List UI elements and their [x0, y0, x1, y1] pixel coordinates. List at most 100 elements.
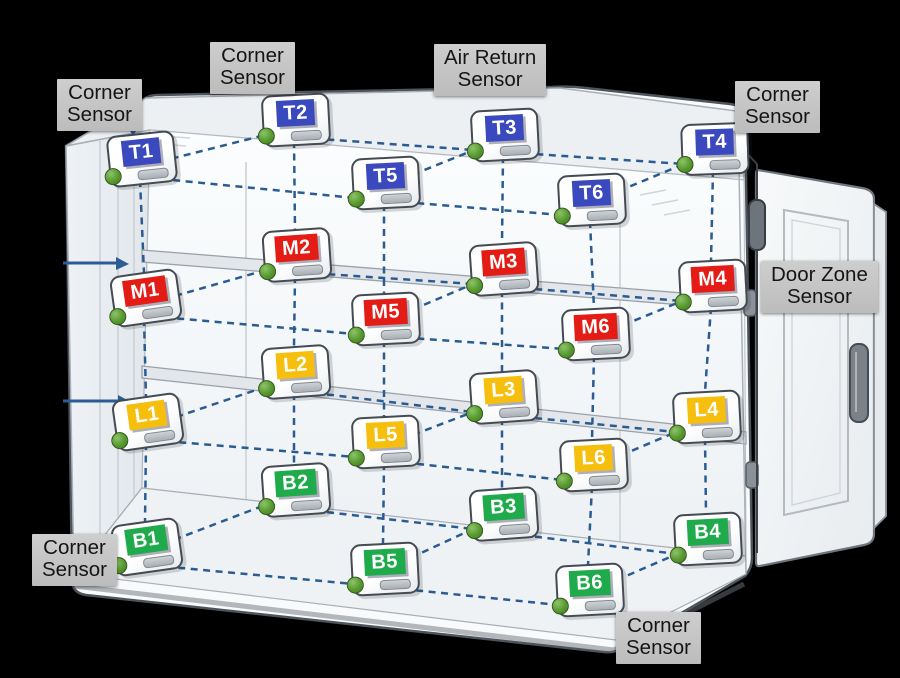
sensor-L3: L3: [465, 368, 540, 426]
sensor-L1: L1: [110, 391, 186, 453]
sensor-led: [674, 293, 693, 312]
label-line: Corner: [746, 83, 809, 106]
back-wall-hatching: [159, 135, 691, 216]
door-zone-sensor-device: [748, 199, 766, 251]
sensor-L6: L6: [555, 437, 630, 493]
connection-line-T2-M2: [292, 140, 297, 231]
connection-line-M5-M6: [354, 332, 566, 351]
sensor-badge-T4: T4: [695, 128, 735, 156]
label-line: Sensor: [626, 636, 691, 660]
cabinet-base-edge: [73, 581, 746, 653]
sensor-badge-M2: M2: [274, 233, 319, 263]
sensor-led: [347, 449, 366, 468]
sensor-vent-slot: [290, 381, 323, 394]
sensor-badge-L4: L4: [686, 396, 727, 424]
sensor-vent-slot: [588, 474, 621, 487]
connection-line-M2-M3: [265, 268, 474, 286]
sensor-led: [257, 379, 276, 398]
sensor-led: [668, 424, 687, 443]
sensor-badge-M4: M4: [690, 264, 735, 294]
sensor-led: [346, 576, 365, 595]
label-line: Corner: [43, 536, 106, 559]
sensor-led: [258, 262, 277, 281]
sensor-led: [257, 497, 276, 516]
sensor-B5: B5: [346, 541, 421, 597]
sensor-led: [676, 155, 694, 174]
connection-line-T3-M3: [500, 155, 505, 245]
sensor-badge-L2: L2: [275, 350, 316, 380]
sensor-M5: M5: [347, 291, 422, 347]
connection-line-L3-L4: [472, 410, 677, 434]
sensor-badge-B6: B6: [568, 568, 611, 598]
sensor-vent-slot: [137, 167, 170, 181]
sensor-badge-B1: B1: [124, 524, 168, 556]
connection-line-B2-B3: [264, 503, 474, 531]
sensor-badge-L6: L6: [573, 444, 614, 472]
connection-line-M2-L2: [292, 275, 297, 348]
connection-line-T4-M4: [709, 169, 715, 262]
connection-line-L5-L6: [354, 455, 564, 482]
sensor-vent-slot: [499, 144, 532, 157]
sensor-vent-slot: [290, 129, 323, 142]
label-line: Corner: [221, 44, 284, 67]
sensor-T1: T1: [103, 129, 179, 189]
sensor-vent-slot: [142, 554, 175, 569]
sensor-badge-L5: L5: [365, 421, 406, 449]
sensor-T5: T5: [347, 155, 422, 211]
sensor-B1: B1: [109, 516, 185, 578]
sensor-led: [466, 142, 485, 161]
sensor-vent-slot: [380, 192, 413, 205]
sensor-T3: T3: [466, 107, 541, 163]
sensor-badge-B2: B2: [274, 468, 317, 498]
sensor-vent-slot: [584, 599, 617, 612]
sensor-vent-slot: [291, 264, 324, 277]
connection-line-M4-L4: [703, 306, 713, 393]
leader-arrow-0: [116, 257, 129, 270]
label-line: Sensor: [745, 105, 810, 129]
sensor-vent-slot: [498, 278, 531, 291]
sensor-badge-B5: B5: [363, 547, 406, 577]
sensor-vent-slot: [701, 426, 734, 439]
sensor-vent-slot: [380, 328, 413, 341]
sensor-L5: L5: [347, 414, 422, 470]
connection-line-L1-B1: [143, 442, 148, 523]
sensor-vent-slot: [290, 499, 323, 512]
label-line: Sensor: [220, 66, 285, 90]
sensor-T2: T2: [257, 92, 332, 148]
connection-line-T2-T3: [264, 133, 475, 152]
sensor-badge-M5: M5: [363, 297, 408, 327]
connection-line-L6-L4: [562, 430, 677, 482]
sensor-vent-slot: [143, 429, 176, 444]
connection-line-M6-L6: [590, 354, 596, 441]
connection-line-L6-B6: [586, 485, 594, 566]
sensor-B3: B3: [465, 485, 540, 543]
sensor-vent-slot: [702, 548, 735, 561]
sensor-led: [465, 521, 484, 540]
sensor-badge-M3: M3: [481, 247, 526, 277]
sensor-B2: B2: [257, 461, 332, 519]
sensor-badge-M6: M6: [573, 312, 618, 342]
connection-line-L2-L3: [264, 385, 474, 414]
connection-line-B3-B4: [472, 527, 678, 556]
sensor-badge-B3: B3: [482, 492, 525, 522]
sensor-led: [103, 167, 123, 186]
label-line: Sensor: [457, 68, 523, 92]
sensor-badge-T2: T2: [275, 99, 316, 127]
sensor-vent-slot: [380, 451, 413, 464]
sensor-badge-B4: B4: [686, 517, 729, 547]
sensor-badge-T1: T1: [120, 137, 162, 167]
sensor-B4: B4: [669, 511, 744, 567]
sensor-led: [669, 546, 688, 565]
sensor-vent-slot: [498, 406, 531, 419]
label-line: Air Return: [444, 46, 537, 69]
connection-line-L5-B5: [381, 462, 386, 545]
sensor-led: [553, 207, 572, 226]
sensor-led: [465, 404, 484, 423]
